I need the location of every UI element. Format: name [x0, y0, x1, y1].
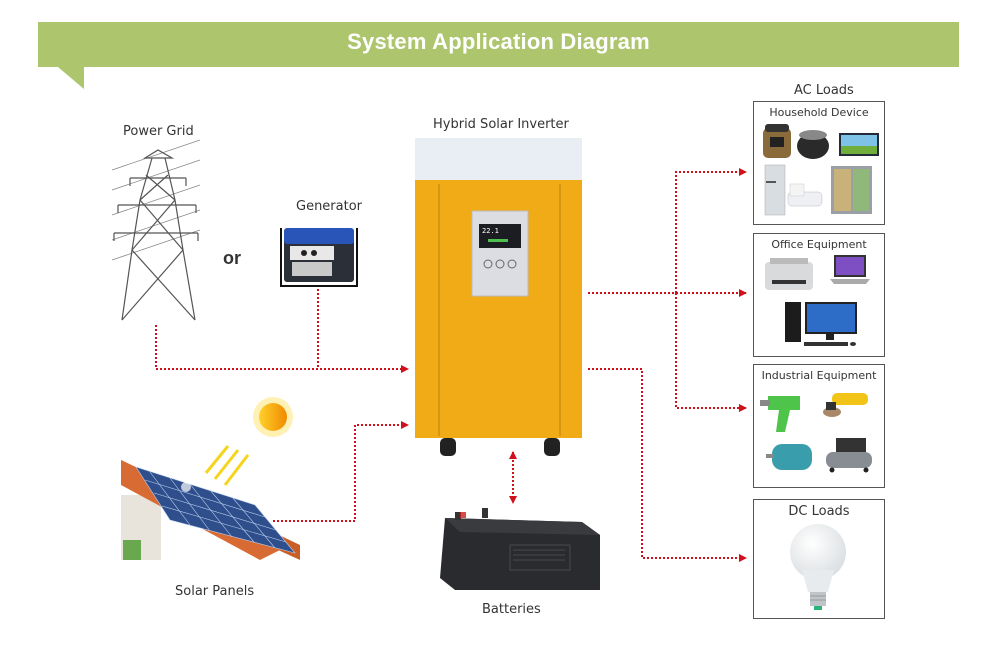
- electric-motor-icon: [766, 444, 812, 470]
- inverter-label: Hybrid Solar Inverter: [433, 117, 569, 132]
- or-label: or: [223, 248, 241, 268]
- header-banner: System Application Diagram: [38, 22, 959, 67]
- inverter-display-readout: 22.1: [482, 227, 499, 235]
- solar-panels-label: Solar Panels: [175, 584, 255, 599]
- grid-to-inverter-connector: [155, 325, 409, 373]
- industrial-equipment-box: Industrial Equipment: [753, 364, 885, 488]
- battery-icon: [440, 508, 600, 590]
- power-drill-icon: [760, 396, 800, 432]
- household-device-title: Household Device: [769, 106, 869, 119]
- air-conditioner-icon: [787, 183, 823, 207]
- sun-icon: [204, 397, 293, 486]
- rice-cooker-icon: [763, 124, 791, 158]
- refrigerator-icon: [764, 164, 786, 216]
- generator-label: Generator: [296, 199, 363, 214]
- office-equipment-box: Office Equipment: [753, 233, 885, 357]
- led-bulb-icon: [790, 524, 846, 610]
- solar-to-inverter-connector: [273, 421, 409, 522]
- desktop-pc-icon: [785, 302, 857, 346]
- ac-loads-label: AC Loads: [794, 83, 854, 98]
- double-door-fridge-icon: [831, 166, 872, 214]
- ac-bus-to-industrial-connector: [675, 293, 747, 412]
- tv-icon: [839, 133, 879, 156]
- industrial-equipment-title: Industrial Equipment: [761, 369, 877, 382]
- power-grid-label: Power Grid: [123, 124, 194, 139]
- industrial-equipment-items: [760, 393, 872, 473]
- inverter-cabinet-icon: 22.1: [415, 138, 582, 456]
- generator-icon: [280, 228, 358, 287]
- ac-bus-to-household-connector: [675, 168, 747, 293]
- dc-loads-title: DC Loads: [788, 504, 850, 519]
- household-device-items: [763, 124, 879, 216]
- laptop-icon: [830, 255, 870, 284]
- page-title: System Application Diagram: [347, 29, 650, 54]
- batteries-label: Batteries: [482, 602, 541, 617]
- fax-printer-icon: [765, 258, 813, 290]
- banner-tail: [58, 67, 84, 89]
- office-equipment-title: Office Equipment: [771, 238, 867, 251]
- office-equipment-items: [765, 255, 870, 346]
- air-compressor-icon: [826, 438, 872, 473]
- transmission-tower-icon: [111, 139, 201, 321]
- slow-cooker-icon: [797, 130, 829, 159]
- solar-roof-icon: [121, 460, 300, 560]
- inverter-to-dc-connector: [588, 368, 747, 562]
- angle-grinder-icon: [823, 393, 868, 417]
